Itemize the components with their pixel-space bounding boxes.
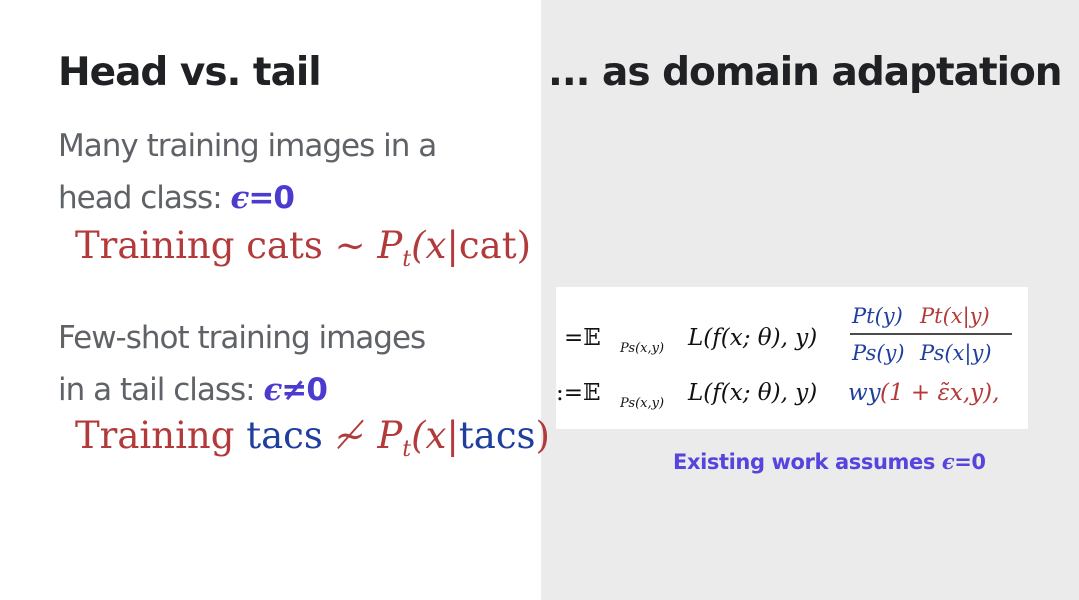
math2-sub: t xyxy=(402,437,412,462)
math2-word: Training xyxy=(75,414,247,457)
note-text: Existing work assumes xyxy=(673,450,942,474)
head-math-expression: Training cats ∼ Pt(x|cat) xyxy=(75,224,531,272)
math1-word: Training cats xyxy=(75,224,335,267)
tail-epsilon-value: ≠0 xyxy=(281,372,328,408)
left-title: Head vs. tail xyxy=(58,50,322,95)
math1-arg: (x| xyxy=(411,224,459,267)
tail-epsilon-symbol: ϵ xyxy=(263,372,282,408)
formula-den-1: Ps(y) xyxy=(851,341,905,365)
formula-svg: =𝔼 Ps(x,y) L(f(x; θ), y) Pt(y) Pt(x|y) P… xyxy=(556,304,1012,411)
head-class-line-2: head class: ϵ=0 xyxy=(58,172,295,224)
math1-close: ) xyxy=(516,224,531,267)
math2-sim: ≁ xyxy=(322,414,378,457)
formula-box: =𝔼 Ps(x,y) L(f(x; θ), y) Pt(y) Pt(x|y) P… xyxy=(556,287,1028,429)
math1-P: P xyxy=(377,224,403,267)
math1-class: cat xyxy=(458,224,517,267)
formula-line1-prefix: =𝔼 xyxy=(564,325,601,351)
formula-den-2: Ps(x|y) xyxy=(919,341,992,366)
math2-class-word: tacs xyxy=(246,414,323,457)
note-epsilon-value: =0 xyxy=(954,450,986,474)
tail-class-line-2: in a tail class: ϵ≠0 xyxy=(58,364,328,416)
right-title: ... as domain adaptation xyxy=(548,50,1063,95)
formula-line1-sub: Ps(x,y) xyxy=(619,341,664,356)
note-epsilon-symbol: ϵ xyxy=(941,449,955,474)
tail-math-expression: Training tacs ≁ Pt(x|tacs) xyxy=(75,414,550,462)
existing-work-note: Existing work assumes ϵ=0 xyxy=(673,449,986,474)
head-class-label: head class: xyxy=(58,180,231,216)
formula-num-1: Pt(y) xyxy=(851,304,903,328)
math2-arg: (x| xyxy=(411,414,459,457)
formula-line2-tail: (1 + ε̃x,y), xyxy=(880,380,999,406)
head-epsilon-value: =0 xyxy=(248,180,295,216)
head-epsilon-expression: ϵ=0 xyxy=(230,180,295,216)
math1-sub: t xyxy=(402,247,412,272)
left-panel xyxy=(0,0,541,600)
math1-sim: ∼ xyxy=(334,224,378,267)
tail-epsilon-expression: ϵ≠0 xyxy=(263,372,328,408)
tail-class-line-1: Few-shot training images xyxy=(58,320,426,356)
formula-num-2: Pt(x|y) xyxy=(919,304,990,329)
tail-class-label: in a tail class: xyxy=(58,372,264,408)
formula-line2-prefix: :=𝔼 xyxy=(556,380,601,406)
head-class-line-1: Many training images in a xyxy=(58,128,437,164)
formula-line2-loss: L(f(x; θ), y) xyxy=(687,380,817,406)
head-epsilon-symbol: ϵ xyxy=(230,180,250,216)
formula-line1-loss: L(f(x; θ), y) xyxy=(687,325,817,351)
math2-P: P xyxy=(377,414,403,457)
math2-close: ) xyxy=(535,414,550,457)
math2-class: tacs xyxy=(458,414,536,457)
formula-weight: wy xyxy=(848,380,882,406)
formula-line2-sub: Ps(x,y) xyxy=(619,396,664,411)
